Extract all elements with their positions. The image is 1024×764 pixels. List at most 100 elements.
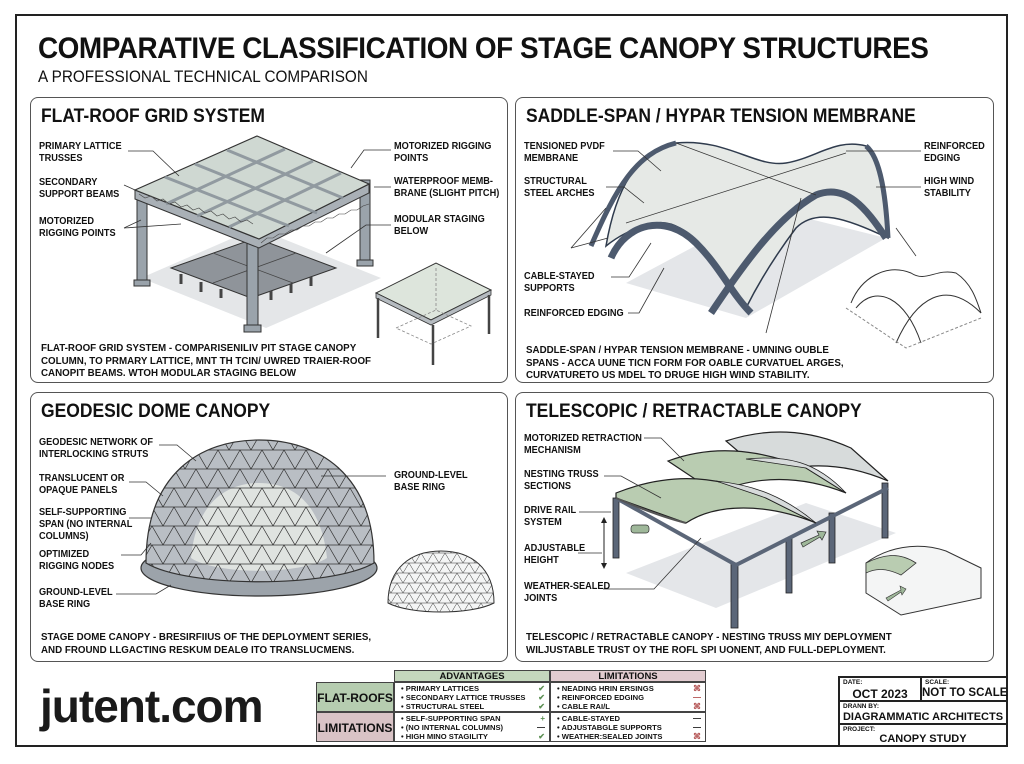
drawn-by-cell: DRANN BY: DIAGRAMMATIC ARCHITECTS bbox=[839, 701, 1007, 724]
project-value: CANOPY STUDY bbox=[879, 733, 967, 745]
dome-leaders bbox=[116, 444, 386, 595]
cross-icon: ⌘ bbox=[693, 732, 701, 742]
watermark: jutent.com bbox=[40, 680, 264, 732]
list-item: • ADJUSTABGLE SUPPORTS— bbox=[557, 723, 701, 733]
check-icon: ✔ bbox=[538, 702, 545, 712]
callout-modular-staging: MODULAR STAGING BELOW bbox=[394, 214, 485, 237]
callout-high-wind-stability: HIGH WIND STABILITY bbox=[924, 176, 975, 199]
ground-shadow bbox=[626, 503, 896, 608]
row-label-flat-roofs: FLAT-ROOFS bbox=[316, 682, 394, 712]
project-label: PROJECT: bbox=[843, 726, 876, 733]
drive-motor bbox=[630, 524, 650, 534]
check-icon: ✔ bbox=[538, 693, 545, 703]
arch-front-left bbox=[607, 221, 754, 316]
drawn-by-value: DIAGRAMMATIC ARCHITECTS bbox=[842, 711, 1004, 723]
callout-adjustable-height: ADJUSTABLE HEIGHT bbox=[524, 543, 586, 566]
callout-nesting-truss-sections: NESTING TRUSS SECTIONS bbox=[524, 469, 599, 492]
arch-back-left bbox=[588, 140, 677, 247]
callout-weather-sealed-joints: WEATHER-SEALED JOINTS bbox=[524, 581, 611, 604]
panel-geodesic-dome: GEODESIC DOME CANOPY GEODESIC NETWORK OF… bbox=[30, 392, 508, 662]
list-item: • PRIMARY LATTICES✔ bbox=[401, 684, 545, 693]
flat-roof-illustration bbox=[123, 135, 493, 365]
list-item: • REINFORCED EDGING— bbox=[557, 693, 701, 703]
list-item: • NEADING HRIN ERSINGS⌘ bbox=[557, 684, 701, 693]
telescopic-mini-view bbox=[865, 545, 982, 616]
page-subtitle: A PROFESSIONAL TECHNICAL COMPARISON bbox=[38, 67, 368, 86]
panel-title-saddle-span: SADDLE-SPAN / HYPAR TENSION MEMBRANE bbox=[526, 106, 916, 127]
list-item: • (NO INTERNAL COLUMNS)— bbox=[401, 723, 545, 733]
callout-motorized-rigging-right: MOTORIZED RIGGING POINTS bbox=[394, 141, 492, 164]
caption-telescopic: TELESCOPIC / RETRACTABLE CANOPY - NESTIN… bbox=[526, 631, 892, 656]
panel-flat-roof: FLAT-ROOF GRID SYSTEM PRIMARY LATTICE TR… bbox=[30, 97, 508, 383]
date-value: OCT 2023 bbox=[852, 687, 908, 701]
callout-ground-level-base-ring-right: GROUND-LEVEL BASE RING bbox=[394, 470, 468, 493]
retract-arrow bbox=[800, 530, 827, 548]
callout-optimized-rigging-nodes: OPTIMIZED RIGGING NODES bbox=[39, 549, 115, 572]
panel-saddle-span: SADDLE-SPAN / HYPAR TENSION MEMBRANE TEN… bbox=[515, 97, 994, 383]
strut-network bbox=[146, 440, 374, 582]
callout-geodesic-network: GEODESIC NETWORK OF INTERLOCKING STRUTS bbox=[39, 437, 153, 460]
dash-icon: — bbox=[693, 693, 701, 703]
cell-advantages-row1: • PRIMARY LATTICES✔ • SECONDARY LATTICE … bbox=[394, 682, 550, 712]
cell-limitations-row2: • CABLE-STAYED— • ADJUSTABGLE SUPPORTS— … bbox=[550, 712, 706, 742]
flat-roof-leaders bbox=[123, 149, 391, 254]
callout-cable-stayed-supports: CABLE-STAYED SUPPORTS bbox=[524, 271, 595, 294]
project-cell: PROJECT: CANOPY STUDY bbox=[839, 724, 1007, 746]
list-item: • WEATHER:SEALED JOINTS⌘ bbox=[557, 732, 701, 742]
header-advantages: ADVANTAGES bbox=[394, 670, 550, 682]
panel-telescopic: TELESCOPIC / RETRACTABLE CANOPY MOTORIZE… bbox=[515, 392, 994, 662]
panel-title-telescopic: TELESCOPIC / RETRACTABLE CANOPY bbox=[526, 401, 862, 422]
list-item: • SELF-SUPPORTING SPAN+ bbox=[401, 714, 545, 723]
list-item: • SECONDARY LATTICE TRUSSES✔ bbox=[401, 693, 545, 703]
dome-mini-view bbox=[387, 550, 495, 613]
check-icon: ✔ bbox=[538, 684, 545, 693]
callout-motorized-retraction: MOTORIZED RETRACTION MECHANISM bbox=[524, 433, 642, 456]
comparison-table: ADVANTAGES LIMITATIONS FLAT-ROOFS • PRIM… bbox=[316, 670, 706, 742]
scale-label: SCALE: bbox=[925, 679, 950, 686]
date-cell: DATE: OCT 2023 bbox=[839, 677, 921, 701]
cable-stays bbox=[570, 197, 917, 334]
callout-translucent-panels: TRANSLUCENT OR OPAQUE PANELS bbox=[39, 473, 125, 496]
callout-motorized-rigging-left: MOTORIZED RIGGING POINTS bbox=[39, 216, 116, 239]
callout-drive-rail-system: DRIVE RAIL SYSTEM bbox=[524, 505, 577, 528]
cross-icon: ⌘ bbox=[693, 702, 701, 712]
list-item: • HIGH MINO STAGILITY✔ bbox=[401, 732, 545, 742]
saddle-leaders bbox=[606, 150, 921, 314]
geodesic-dome-illustration bbox=[116, 439, 495, 613]
telescopic-canopy-illustration bbox=[578, 431, 982, 629]
callout-ground-level-base-ring-left: GROUND-LEVEL BASE RING bbox=[39, 587, 113, 610]
callout-reinforced-edging-left: REINFORCED EDGING bbox=[524, 308, 624, 319]
callout-tensioned-pvdf-membrane: TENSIONED PVDF MEMBRANE bbox=[524, 141, 605, 164]
list-item: • STRUCTURAL STEEL✔ bbox=[401, 702, 545, 712]
list-item: • CABLE RAI/L⌘ bbox=[557, 702, 701, 712]
header-limitations: LIMITATIONS bbox=[550, 670, 706, 682]
caption-saddle-span: SADDLE-SPAN / HYPAR TENSION MEMBRANE - U… bbox=[526, 344, 844, 381]
saddle-span-illustration bbox=[570, 140, 982, 349]
row-label-limitations: LIMITATIONS bbox=[316, 712, 394, 742]
caption-flat-roof: FLAT-ROOF GRID SYSTEM - COMPARISENILIV P… bbox=[41, 342, 372, 379]
scale-value: NOT TO SCALE bbox=[922, 687, 1008, 699]
dash-icon: — bbox=[693, 723, 701, 733]
callout-reinforced-edging-right: REINFORCED EDGING bbox=[924, 141, 985, 164]
cross-icon: ⌘ bbox=[693, 684, 701, 693]
panel-title-geodesic: GEODESIC DOME CANOPY bbox=[41, 401, 271, 422]
dash-icon: — bbox=[693, 714, 701, 723]
page-title: COMPARATIVE CLASSIFICATION OF STAGE CANO… bbox=[38, 32, 929, 65]
callout-primary-lattice-trusses: PRIMARY LATTICE TRUSSES bbox=[39, 141, 122, 164]
drawn-by-label: DRANN BY: bbox=[843, 703, 879, 710]
plus-icon: + bbox=[540, 714, 545, 723]
cell-limitations-row1: • NEADING HRIN ERSINGS⌘ • REINFORCED EDG… bbox=[550, 682, 706, 712]
saddle-mini-view bbox=[845, 269, 982, 349]
callout-waterproof-membrane: WATERPROOF MEMB- BRANE (SLIGHT PITCH) bbox=[394, 176, 500, 199]
callout-structural-steel-arches: STRUCTURAL STEEL ARCHES bbox=[524, 176, 595, 199]
cell-advantages-row2: • SELF-SUPPORTING SPAN+ • (NO INTERNAL C… bbox=[394, 712, 550, 742]
list-item: • CABLE-STAYED— bbox=[557, 714, 701, 723]
steel-posts bbox=[612, 482, 889, 629]
callout-self-supporting-span: SELF-SUPPORTING SPAN (NO INTERNAL COLUMN… bbox=[39, 507, 133, 542]
telescopic-leaders bbox=[578, 437, 702, 590]
date-label: DATE: bbox=[843, 679, 863, 686]
flat-roof-mini-view bbox=[374, 262, 493, 365]
panel-title-flat-roof: FLAT-ROOF GRID SYSTEM bbox=[41, 106, 266, 127]
dash-icon: — bbox=[537, 723, 545, 733]
callout-secondary-support-beams: SECONDARY SUPPORT BEAMS bbox=[39, 177, 120, 200]
